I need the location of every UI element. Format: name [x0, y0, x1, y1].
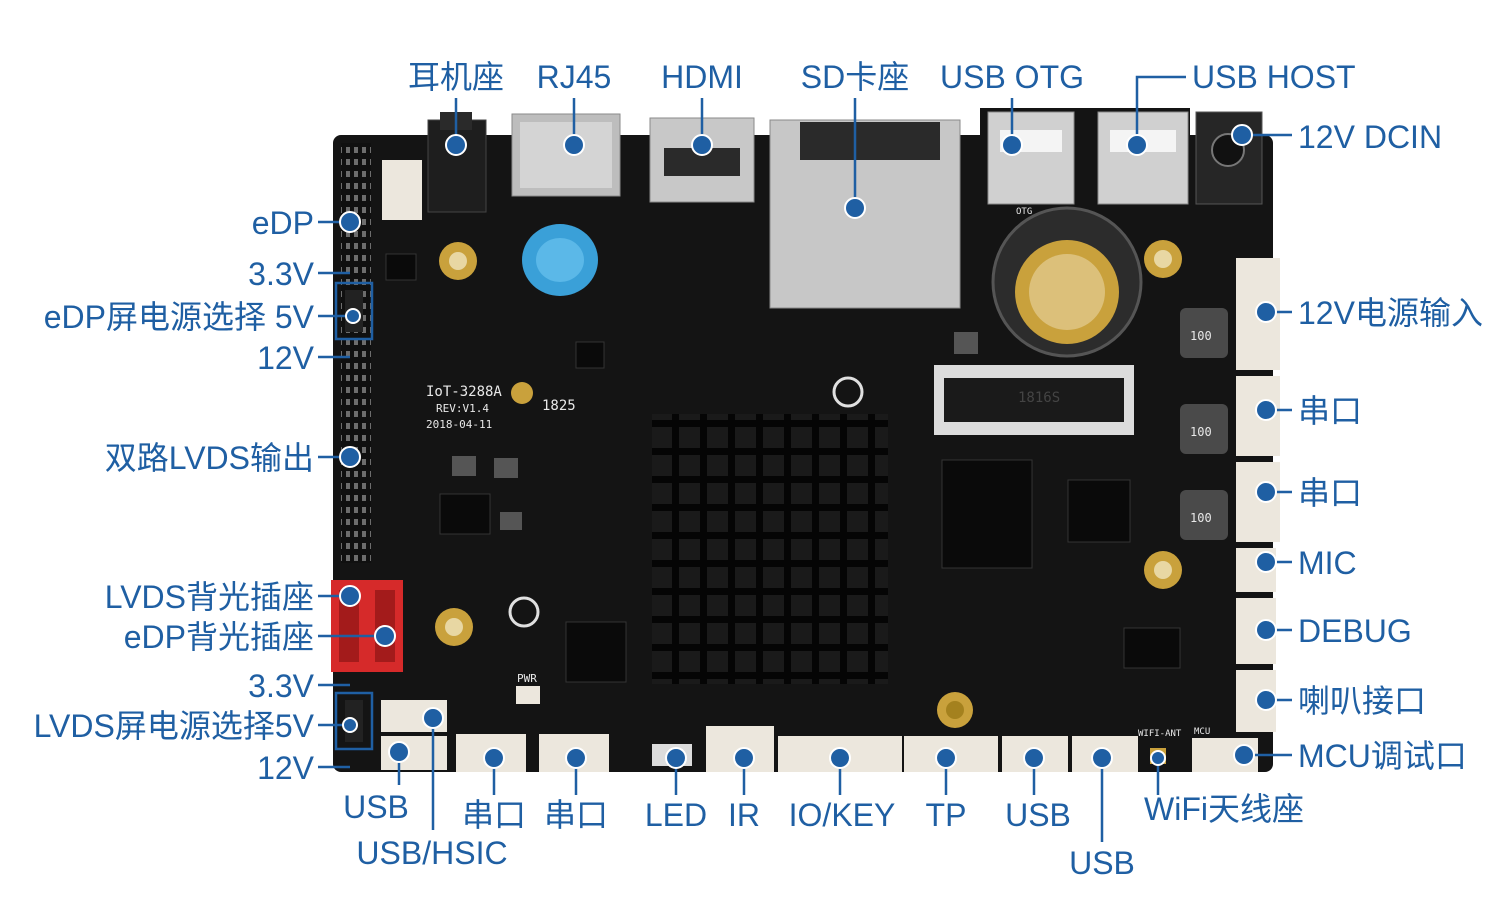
label-edp-backlight: eDP背光插座 — [124, 619, 314, 655]
label-mic: MIC — [1298, 545, 1357, 581]
mounting-holes — [435, 240, 1182, 646]
label-sd: SD卡座 — [801, 59, 909, 95]
left-pin-header — [341, 143, 371, 563]
label-edp-power-select: eDP屏电源选择 5V — [44, 299, 315, 335]
label-debug: DEBUG — [1298, 613, 1412, 649]
wifi-mark: WIFI-ANT — [1138, 729, 1182, 739]
label-dcin: 12V DCIN — [1298, 119, 1442, 155]
inductor-mark-2: 100 — [1190, 425, 1212, 439]
ic-chips — [385, 253, 1181, 683]
label-io-key: IO/KEY — [789, 797, 896, 833]
board-model: IoT-3288A — [426, 384, 502, 400]
label-earphone: 耳机座 — [408, 59, 504, 95]
label-dual-lvds: 双路LVDS输出 — [105, 440, 314, 476]
label-wifi-antenna: WiFi天线座 — [1144, 791, 1304, 827]
label-usb-host: USB HOST — [1192, 59, 1356, 95]
label-usb-bottom-1: USB — [343, 789, 409, 825]
m2-slot — [934, 365, 1134, 435]
label-speaker: 喇叭接口 — [1298, 683, 1426, 719]
inductor-mark-3: 100 — [1190, 511, 1212, 525]
label-uart-bottom-1: 串口 — [462, 797, 526, 833]
heatsink — [652, 414, 888, 684]
label-lvds-power-select: LVDS屏电源选择5V — [34, 708, 315, 744]
label-edp-12v: 12V — [257, 340, 315, 376]
label-hdmi: HDMI — [661, 59, 743, 95]
label-usb-bottom-2: USB — [1005, 797, 1071, 833]
mcu-mark: MCU — [1194, 727, 1210, 737]
callout-dots — [339, 124, 1277, 769]
blue-capacitor — [522, 224, 598, 296]
inductor-mark-1: 100 — [1190, 329, 1212, 343]
board-date: 2018-04-11 — [426, 418, 492, 431]
label-uart-right-1: 串口 — [1298, 393, 1362, 429]
pwr-mark: PWR — [517, 672, 537, 685]
label-usb-bottom-3: USB — [1069, 845, 1135, 881]
label-lvds-12v: 12V — [257, 750, 315, 786]
label-rj45: RJ45 — [537, 59, 612, 95]
label-power-in: 12V电源输入 — [1298, 295, 1483, 331]
inductors — [1180, 308, 1228, 540]
otg-mark: OTG — [1016, 207, 1032, 217]
silkscreen: IoT-3288A REV:V1.4 2018-04-11 1825 1816S… — [426, 207, 1212, 739]
label-lvds-backlight: LVDS背光插座 — [105, 579, 314, 615]
gold-standoff — [937, 692, 973, 728]
label-led: LED — [645, 797, 707, 833]
callout-labels: 耳机座 RJ45 HDMI SD卡座 USB OTG USB HOST 12V … — [34, 59, 1483, 881]
label-lvds-3v3: 3.3V — [248, 668, 314, 704]
label-uart-right-2: 串口 — [1298, 475, 1362, 511]
label-uart-bottom-2: 串口 — [544, 797, 608, 833]
label-edp: eDP — [252, 205, 314, 241]
label-tp: TP — [926, 797, 967, 833]
label-ir: IR — [728, 797, 760, 833]
coin-battery-holder — [991, 206, 1143, 358]
memory-chip — [941, 459, 1131, 569]
label-usb-hsic: USB/HSIC — [356, 835, 507, 871]
label-usb-otg: USB OTG — [940, 59, 1084, 95]
label-mcu-debug: MCU调试口 — [1298, 738, 1467, 774]
label-edp-3v3: 3.3V — [248, 256, 314, 292]
chip-mark: 1825 — [542, 398, 576, 414]
slot-mark: 1816S — [1018, 390, 1060, 406]
board-revision: REV:V1.4 — [436, 402, 489, 415]
